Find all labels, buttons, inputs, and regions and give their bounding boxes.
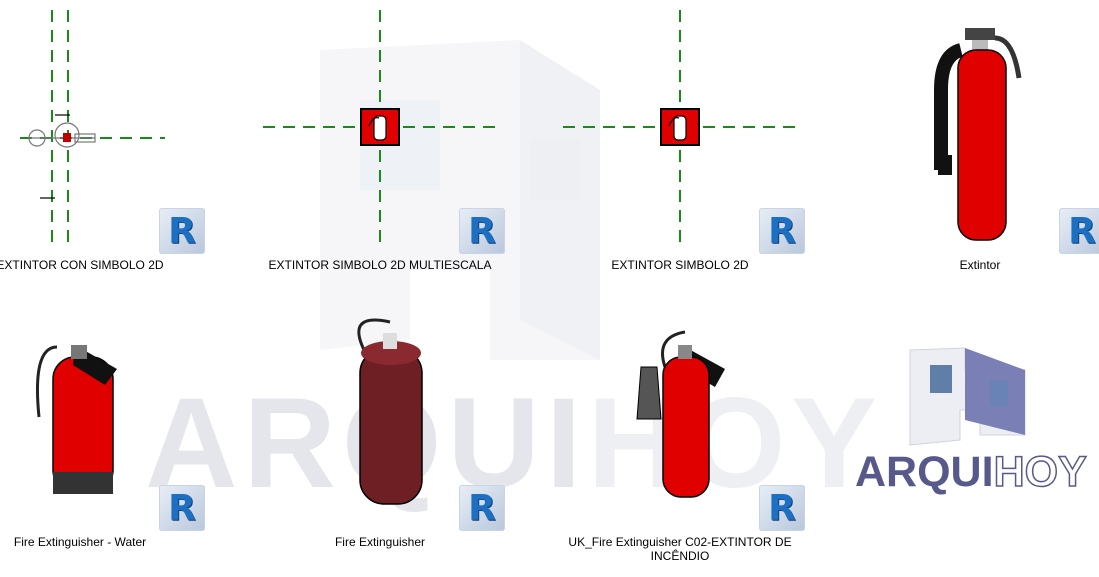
family-label: EXTINTOR SIMBOLO 2D [611,258,749,272]
logo-part2: HOY [993,447,1088,497]
extinguisher-sign-thumbnail [263,10,500,245]
arquihoy-logo-text: ARQUIHOY [855,447,1088,497]
extinguisher-2d-symbol-thumbnail [20,10,165,245]
family-label: UK_Fire Extinguisher C02-EXTINTOR DE INC… [568,535,792,563]
family-tile-fire-extinguisher[interactable]: R Fire Extinguisher [245,287,515,557]
uk-co2-extinguisher-thumbnail [636,330,725,498]
family-label: Extintor [959,258,1001,272]
co2-extinguisher-thumbnail [934,28,1022,241]
revit-badge-icon: R [1059,208,1099,254]
revit-badge-icon: R [459,485,505,531]
revit-badge-letter: R [468,487,496,529]
water-extinguisher-thumbnail [35,345,117,494]
family-label: Fire Extinguisher [334,535,426,549]
revit-badge-letter: R [768,487,796,529]
logo-part1: ARQUI [855,448,994,496]
revit-badge-letter: R [1068,210,1096,252]
family-label: EXTINTOR CON SIMBOLO 2D [0,258,164,272]
family-tile-extintor-con-simbolo-2d[interactable]: R EXTINTOR CON SIMBOLO 2D [0,10,215,280]
arquihoy-logo-icon [909,347,1026,446]
revit-badge-letter: R [768,210,796,252]
family-label: Fire Extinguisher - Water [13,535,147,549]
family-tile-extintor[interactable]: R Extintor [845,10,1099,280]
revit-badge-letter: R [468,210,496,252]
family-tile-fire-extinguisher-water[interactable]: R Fire Extinguisher - Water [0,287,215,557]
revit-badge-icon: R [159,208,205,254]
wine-extinguisher-thumbnail [357,318,423,505]
family-tile-extintor-simbolo-2d[interactable]: R EXTINTOR SIMBOLO 2D [545,10,815,280]
revit-badge-icon: R [759,208,805,254]
watermark-part2: HOY [587,372,883,515]
family-label: EXTINTOR SIMBOLO 2D MULTIESCALA [268,258,492,272]
family-tile-uk-fire-extinguisher-co2[interactable]: R UK_Fire Extinguisher C02-EXTINTOR DE I… [545,287,815,563]
revit-badge-letter: R [168,210,196,252]
revit-badge-icon: R [459,208,505,254]
revit-badge-icon: R [159,485,205,531]
extinguisher-sign-thumbnail [563,10,800,245]
revit-badge-icon: R [759,485,805,531]
revit-badge-letter: R [168,487,196,529]
family-tile-extintor-simbolo-2d-multiescala[interactable]: R EXTINTOR SIMBOLO 2D MULTIESCALA [245,10,515,280]
